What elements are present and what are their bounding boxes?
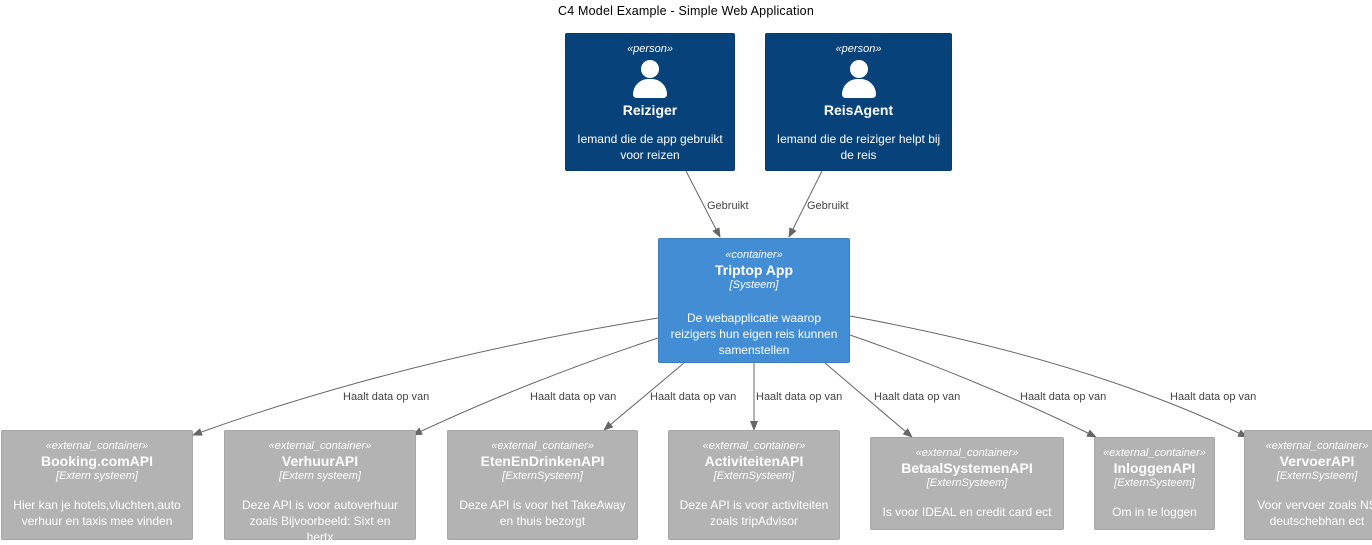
stereotype: «external_container» [1265, 440, 1369, 452]
node-technology: [ExternSysteem] [713, 470, 795, 482]
edge-reisagent-app [788, 170, 823, 238]
node-description: Hier kan je hotels,vluchten,auto verhuur… [13, 498, 181, 528]
label-fetch-betaal: Haalt data op van [874, 391, 960, 403]
label-uses-2: Gebruikt [807, 200, 849, 212]
node-technology: [ExternSysteem] [1276, 470, 1358, 482]
stereotype: «external_container» [702, 440, 806, 452]
label-fetch-vervoer: Haalt data op van [1170, 391, 1256, 403]
node-description: Om in te loggen [1112, 505, 1197, 519]
node-description: Iemand die de reiziger helpt bij de reis [776, 132, 941, 162]
person-reiziger[interactable]: «person» Reiziger Iemand die de app gebr… [565, 33, 735, 171]
node-technology: [ExternSysteem] [1114, 477, 1195, 489]
external-etenendrinken-api[interactable]: «external_container» EtenEnDrinkenAPI [E… [447, 430, 638, 540]
stereotype: «external_container» [1103, 447, 1206, 459]
node-technology: [Extern systeem] [56, 470, 138, 482]
label-fetch-eten: Haalt data op van [650, 391, 736, 403]
container-triptop-app[interactable]: «container» Triptop App [Systeem] De web… [658, 238, 850, 363]
stereotype: «person» [627, 43, 673, 55]
edge-app-vervoer [849, 315, 1248, 438]
stereotype: «external_container» [268, 440, 372, 452]
node-description: Deze API is voor het TakeAway en thuis b… [459, 498, 626, 528]
diagram-title: C4 Model Example - Simple Web Applicatio… [557, 4, 814, 18]
node-technology: [ExternSysteem] [926, 477, 1008, 489]
node-description: Deze API is voor autoverhuur zoals Bijvo… [241, 498, 399, 544]
stereotype: «external_container» [45, 440, 149, 452]
edge-app-verhuur [412, 337, 659, 436]
edge-reiziger-app [685, 170, 721, 238]
person-reisagent[interactable]: «person» ReisAgent Iemand die de reizige… [765, 33, 952, 171]
node-description: Is voor IDEAL en credit card ect [882, 505, 1052, 519]
node-description: Deze API is voor activiteiten zoals trip… [679, 498, 829, 528]
node-name: ReisAgent [823, 102, 894, 118]
label-fetch-booking: Haalt data op van [343, 391, 429, 403]
external-verhuur-api[interactable]: «external_container» VerhuurAPI [Extern … [224, 430, 416, 544]
external-inloggen-api[interactable]: «external_container» InloggenAPI [Extern… [1094, 437, 1215, 530]
node-description: Voor vervoer zoals NS deutschebhan ect [1257, 498, 1372, 528]
node-name: Booking.comAPI [40, 453, 153, 469]
node-name: Reiziger [622, 102, 678, 118]
external-activiteiten-api[interactable]: «external_container» ActiviteitenAPI [Ex… [668, 430, 840, 540]
label-uses-1: Gebruikt [707, 200, 749, 212]
node-name: Triptop App [714, 262, 794, 278]
node-technology: [ExternSysteem] [502, 470, 583, 482]
stereotype: «person» [835, 43, 882, 55]
label-fetch-activiteiten: Haalt data op van [756, 391, 842, 403]
edge-app-inloggen [849, 334, 1097, 438]
edge-app-eten [603, 362, 685, 431]
label-fetch-inloggen: Haalt data op van [1020, 391, 1106, 403]
node-name: VervoerAPI [1279, 453, 1355, 469]
node-name: EtenEnDrinkenAPI [480, 453, 605, 469]
node-name: ActiviteitenAPI [704, 453, 804, 469]
node-technology: [Extern systeem] [279, 470, 361, 482]
stereotype: «external_container» [491, 440, 594, 452]
stereotype: «container» [725, 249, 783, 261]
edge-app-booking [192, 317, 659, 436]
person-icon [841, 60, 877, 100]
stereotype: «external_container» [915, 447, 1019, 459]
node-name: BetaalSystemenAPI [901, 460, 1033, 476]
external-betaalsystemen-api[interactable]: «external_container» BetaalSystemenAPI [… [870, 437, 1064, 530]
node-technology: [Systeem] [729, 279, 779, 291]
person-icon [632, 60, 668, 100]
label-fetch-verhuur: Haalt data op van [530, 391, 616, 403]
node-name: InloggenAPI [1113, 460, 1196, 476]
node-description: Iemand die de app gebruikt voor reizen [577, 132, 723, 162]
external-booking-api[interactable]: «external_container» Booking.comAPI [Ext… [1, 430, 193, 540]
node-description: De webapplicatie waarop reizigers hun ei… [670, 311, 838, 357]
external-vervoer-api[interactable]: «external_container» VervoerAPI [ExternS… [1244, 430, 1372, 540]
node-name: VerhuurAPI [281, 453, 359, 469]
edge-app-betaal [824, 362, 913, 438]
